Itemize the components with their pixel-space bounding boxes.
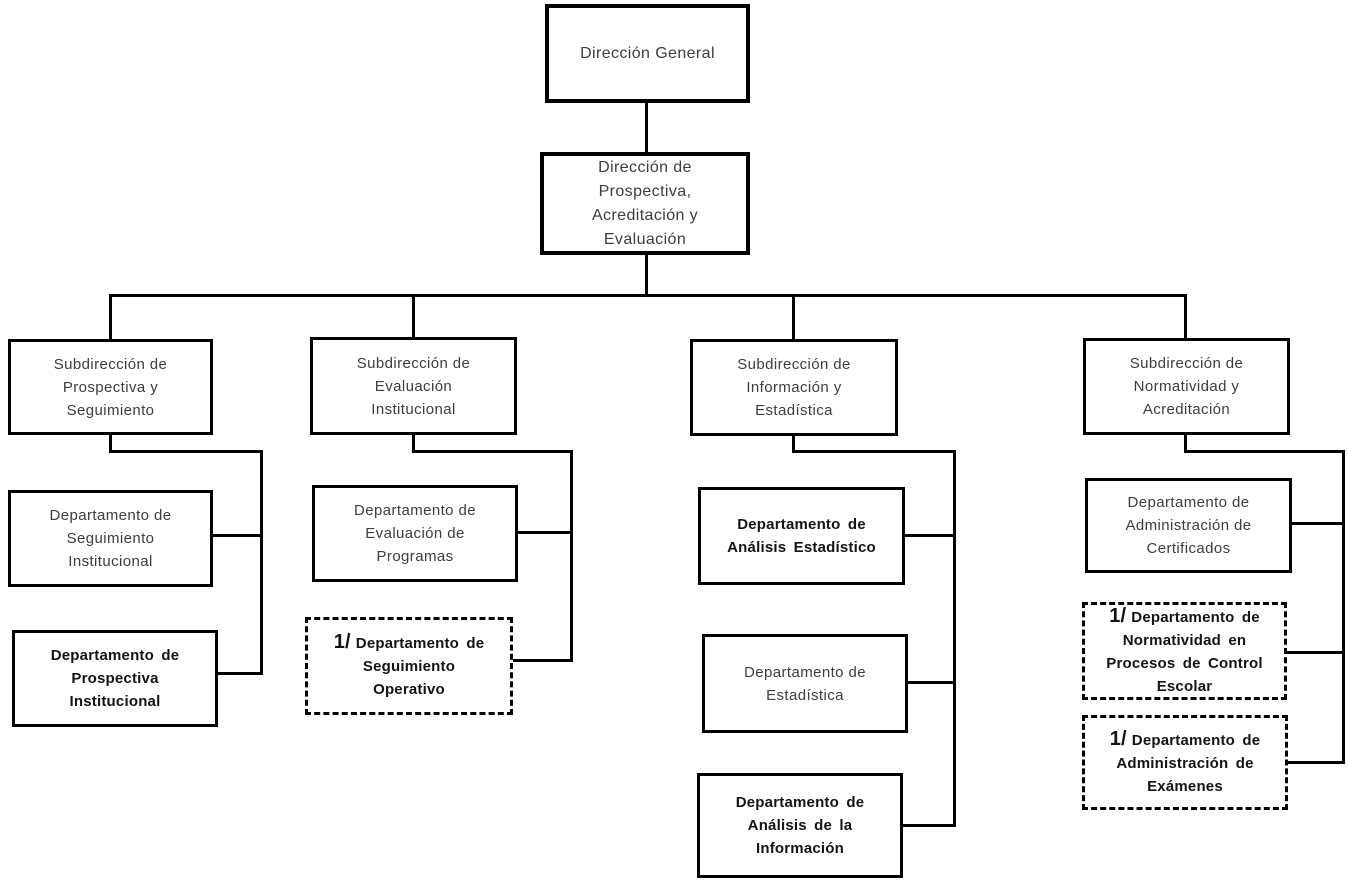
box-label-group: 1/Departamento de Administración de Exám… xyxy=(1110,728,1261,798)
connector-sub1-elbow xyxy=(109,450,263,453)
box-label: Departamento de Administración de Exámen… xyxy=(1116,731,1261,795)
connector-drop-sub2 xyxy=(412,294,415,337)
connector-main-horizontal xyxy=(109,294,1187,297)
footnote-marker: 1/ xyxy=(1109,604,1127,627)
box-departamento-administracion-de-examenes: 1/Departamento de Administración de Exám… xyxy=(1082,715,1288,810)
footnote-marker: 1/ xyxy=(1109,727,1127,750)
connector-sub3-dept2-stub xyxy=(906,681,953,684)
box-label: Departamento de Análisis de la Informaci… xyxy=(735,794,865,857)
box-direccion-general: Dirección General xyxy=(545,4,750,103)
connector-drop-sub1 xyxy=(109,294,112,339)
box-label: Departamento de Seguimiento Instituciona… xyxy=(49,507,172,570)
box-departamento-evaluacion-de-programas: Departamento de Evaluación de Programas xyxy=(312,485,518,582)
connector-drop-sub3 xyxy=(792,294,795,339)
box-label: Departamento de Estadística xyxy=(744,663,866,704)
box-label: Departamento de Normatividad en Procesos… xyxy=(1106,608,1263,695)
box-label: Subdirección de Información y Estadístic… xyxy=(737,356,851,419)
connector-sub2-spine xyxy=(570,450,573,662)
box-departamento-analisis-estadistico: Departamento de Análisis Estadístico xyxy=(698,487,905,585)
box-label: Subdirección de Prospectiva y Seguimient… xyxy=(53,355,168,419)
connector-sub4-dept1-stub xyxy=(1290,522,1342,525)
box-label: Departamento de Administración de Certif… xyxy=(1125,494,1252,557)
box-label: Dirección de Prospectiva, Acreditación y… xyxy=(591,158,699,248)
box-label: Departamento de Evaluación de Programas xyxy=(354,502,476,565)
connector-sub3-spine xyxy=(953,450,956,827)
connector-sub3-drop xyxy=(792,436,795,453)
box-label: Subdirección de Normatividad y Acreditac… xyxy=(1129,355,1244,418)
connector-sub2-dept2-stub xyxy=(511,659,570,662)
connector-sub4-drop xyxy=(1184,435,1187,453)
box-subdireccion-evaluacion-institucional: Subdirección de Evaluación Institucional xyxy=(310,337,517,435)
connector-direction-drop xyxy=(645,255,648,297)
connector-root-to-direction xyxy=(645,103,648,152)
box-departamento-prospectiva-institucional: Departamento de Prospectiva Instituciona… xyxy=(12,630,218,727)
box-subdireccion-informacion-y-estadistica: Subdirección de Información y Estadístic… xyxy=(690,339,898,436)
connector-sub2-elbow xyxy=(412,450,573,453)
box-label: Subdirección de Evaluación Institucional xyxy=(356,354,471,418)
connector-sub1-dept1-stub xyxy=(211,534,260,537)
box-label: Dirección General xyxy=(580,44,715,62)
box-label-group: 1/Departamento de Normatividad en Proces… xyxy=(1106,605,1263,698)
connector-drop-sub4 xyxy=(1184,294,1187,338)
box-departamento-estadistica: Departamento de Estadística xyxy=(702,634,908,733)
connector-sub1-drop xyxy=(109,435,112,453)
box-departamento-normatividad-en-procesos-de-control-escolar: 1/Departamento de Normatividad en Proces… xyxy=(1082,602,1287,700)
box-departamento-seguimiento-institucional: Departamento de Seguimiento Instituciona… xyxy=(8,490,213,587)
connector-sub4-dept3-stub xyxy=(1286,761,1342,764)
footnote-marker: 1/ xyxy=(333,631,351,653)
box-subdireccion-normatividad-y-acreditacion: Subdirección de Normatividad y Acreditac… xyxy=(1083,338,1290,435)
connector-sub3-dept1-stub xyxy=(903,534,953,537)
connector-sub2-drop xyxy=(412,435,415,453)
connector-sub1-spine xyxy=(260,450,263,675)
box-departamento-analisis-de-la-informacion: Departamento de Análisis de la Informaci… xyxy=(697,773,903,878)
connector-sub3-dept3-stub xyxy=(901,824,953,827)
box-departamento-seguimiento-operativo: 1/Departamento de Seguimiento Operativo xyxy=(305,617,513,715)
connector-sub3-elbow xyxy=(792,450,956,453)
connector-sub4-dept2-stub xyxy=(1285,651,1342,654)
box-subdireccion-prospectiva-y-seguimiento: Subdirección de Prospectiva y Seguimient… xyxy=(8,339,213,435)
connector-sub4-elbow xyxy=(1184,450,1345,453)
box-label: Departamento de Prospectiva Instituciona… xyxy=(50,647,180,710)
connector-sub2-dept1-stub xyxy=(516,531,570,534)
box-label: Departamento de Análisis Estadístico xyxy=(727,516,876,556)
connector-sub4-spine xyxy=(1342,450,1345,764)
box-label: Departamento de Seguimiento Operativo xyxy=(355,635,485,698)
connector-sub1-dept2-stub xyxy=(216,672,263,675)
box-label-group: 1/Departamento de Seguimiento Operativo xyxy=(334,631,485,701)
box-direccion-prospectiva-acreditacion-evaluacion: Dirección de Prospectiva, Acreditación y… xyxy=(540,152,750,255)
box-departamento-administracion-de-certificados: Departamento de Administración de Certif… xyxy=(1085,478,1292,573)
